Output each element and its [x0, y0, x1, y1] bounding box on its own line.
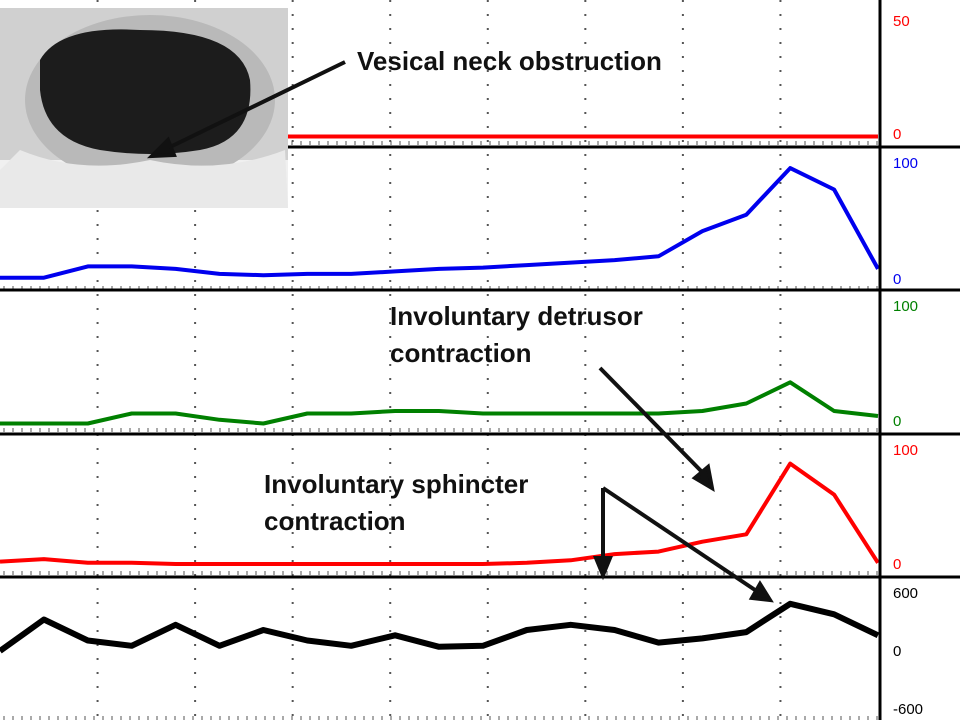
tick-labels: 50 0 100 0 100 0 100 0 600 0 -600 — [893, 13, 923, 718]
annotation-sphincter-line2: contraction — [264, 506, 406, 536]
tick-label: 0 — [893, 126, 901, 143]
series-line-4 — [0, 600, 880, 654]
tick-label: 0 — [893, 643, 901, 660]
annotation-vesical-neck: Vesical neck obstruction — [357, 46, 662, 76]
tick-label: 0 — [893, 271, 901, 288]
series-line-2 — [0, 380, 879, 426]
annotation-arrows — [146, 60, 774, 603]
annotation-detrusor-line1: Involuntary detrusor — [390, 301, 643, 331]
series-line-1 — [0, 166, 880, 280]
tick-label: 50 — [893, 13, 910, 30]
annotation-detrusor-line2: contraction — [390, 338, 532, 368]
tick-label: 100 — [893, 155, 918, 172]
xray-image — [0, 8, 288, 208]
tick-label: 0 — [893, 556, 901, 573]
tick-label: 600 — [893, 585, 918, 602]
tick-label: 100 — [893, 298, 918, 315]
tick-label: 100 — [893, 442, 918, 459]
annotation-sphincter-line1: Involuntary sphincter — [264, 469, 528, 499]
tick-label: 0 — [893, 413, 901, 430]
traces — [0, 134, 880, 654]
series-line-3 — [0, 461, 880, 566]
tick-label: -600 — [893, 701, 923, 718]
